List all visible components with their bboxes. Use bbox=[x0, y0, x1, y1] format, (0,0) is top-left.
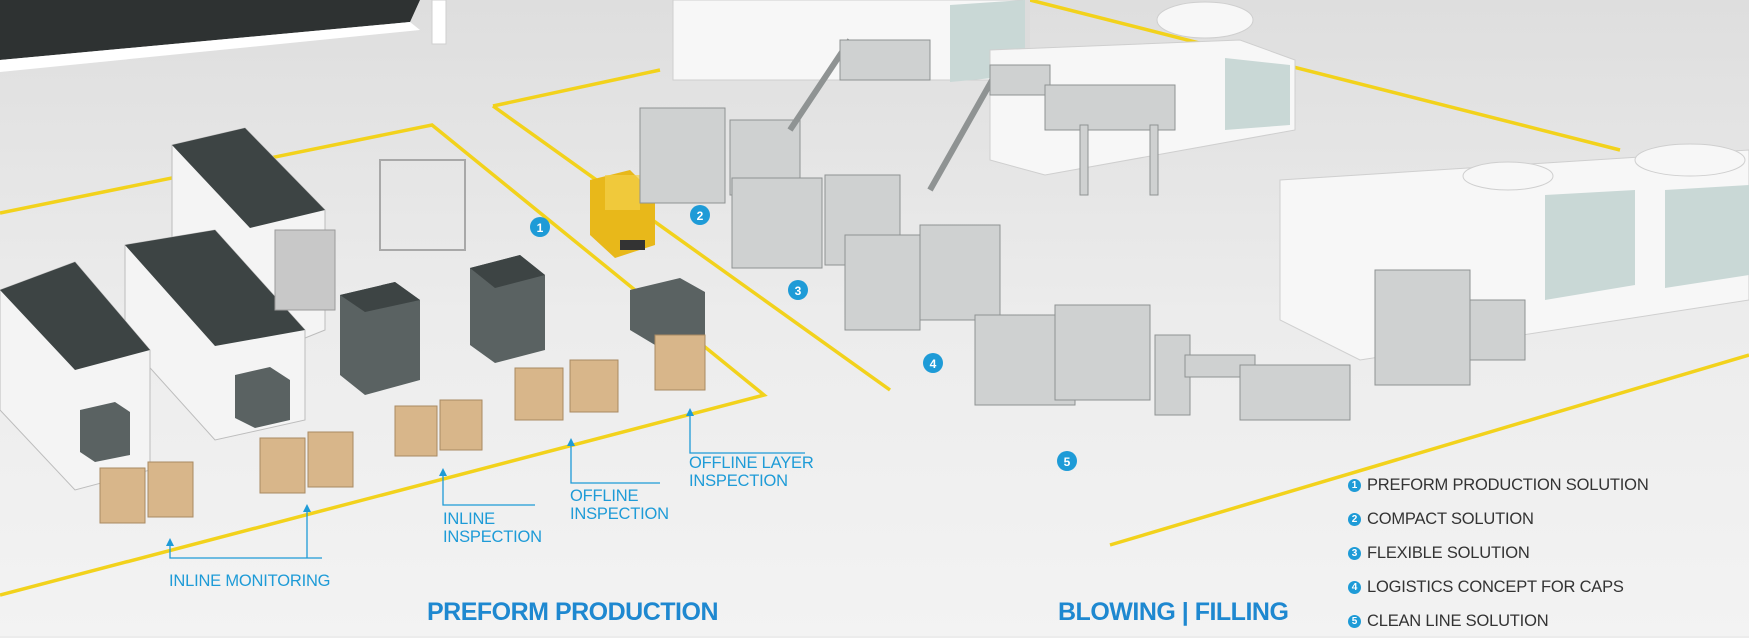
legend-item-1: 1 PREFORM PRODUCTION SOLUTION bbox=[1348, 468, 1649, 502]
callout-leaders bbox=[169, 410, 805, 559]
marker-5: 5 bbox=[1057, 451, 1077, 471]
legend-item-3: 3 FLEXIBLE SOLUTION bbox=[1348, 536, 1649, 570]
marker-4-number: 4 bbox=[930, 357, 937, 371]
legend-item-2: 2 COMPACT SOLUTION bbox=[1348, 502, 1649, 536]
legend-label-3: FLEXIBLE SOLUTION bbox=[1367, 543, 1530, 562]
legend-number-1: 1 bbox=[1348, 478, 1361, 492]
marker-5-number: 5 bbox=[1064, 455, 1071, 469]
callout-arrowheads bbox=[166, 408, 694, 546]
legend-number-2: 2 bbox=[1348, 512, 1361, 526]
callout-offline-layer-inspection: OFFLINE LAYER INSPECTION bbox=[689, 454, 814, 490]
legend-label-5: CLEAN LINE SOLUTION bbox=[1367, 611, 1549, 630]
marker-2: 2 bbox=[690, 205, 710, 225]
callout-inline-inspection: INLINE INSPECTION bbox=[443, 510, 542, 546]
marker-1: 1 bbox=[530, 217, 550, 237]
legend-label-2: COMPACT SOLUTION bbox=[1367, 509, 1534, 528]
forklift bbox=[590, 170, 655, 258]
preform-production-title: PREFORM PRODUCTION bbox=[427, 598, 719, 626]
legend-item-4: 4 LOGISTICS CONCEPT FOR CAPS bbox=[1348, 570, 1649, 604]
floor-markings bbox=[0, 0, 1749, 597]
legend-number-3: 3 bbox=[1348, 546, 1361, 560]
ceiling-structure bbox=[0, 0, 447, 72]
solutions-legend: 1 PREFORM PRODUCTION SOLUTION 2 COMPACT … bbox=[1348, 468, 1649, 638]
marker-2-number: 2 bbox=[697, 209, 704, 223]
legend-number-4: 4 bbox=[1348, 580, 1361, 594]
inspection-stations bbox=[80, 159, 705, 462]
blowing-filling-machinery bbox=[639, 38, 1526, 421]
marker-3: 3 bbox=[788, 280, 808, 300]
callout-offline-inspection: OFFLINE INSPECTION bbox=[570, 487, 669, 523]
legend-label-1: PREFORM PRODUCTION SOLUTION bbox=[1367, 475, 1649, 494]
marker-1-number: 1 bbox=[537, 221, 544, 235]
marker-4: 4 bbox=[923, 353, 943, 373]
blowing-filling-title: BLOWING | FILLING bbox=[1058, 598, 1289, 626]
legend-number-5: 5 bbox=[1348, 614, 1361, 628]
callout-inline-monitoring: INLINE MONITORING bbox=[169, 572, 331, 590]
legend-item-5: 5 CLEAN LINE SOLUTION bbox=[1348, 604, 1649, 638]
legend-label-4: LOGISTICS CONCEPT FOR CAPS bbox=[1367, 577, 1624, 596]
octabin-containers bbox=[99, 334, 706, 524]
marker-3-number: 3 bbox=[795, 284, 802, 298]
